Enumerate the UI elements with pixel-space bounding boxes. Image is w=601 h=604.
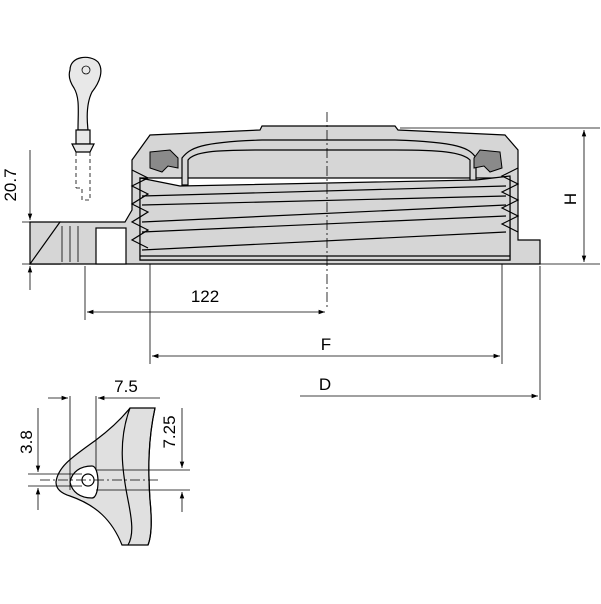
dimension-122: 122 xyxy=(84,266,325,320)
dim-3-8-label: 3.8 xyxy=(17,430,36,454)
dimension-f: F xyxy=(149,264,503,364)
dim-20-7-label: 20.7 xyxy=(1,168,20,201)
dim-d-label: D xyxy=(319,375,331,394)
dim-f-label: F xyxy=(321,335,331,354)
dim-122-label: 122 xyxy=(191,287,219,306)
dim-7-25-label: 7.25 xyxy=(160,415,179,448)
dimension-h: H xyxy=(400,127,600,265)
dim-h-label: H xyxy=(561,193,580,205)
dimension-d: D xyxy=(300,266,541,400)
key xyxy=(68,56,102,201)
dimension-20-7: 20.7 xyxy=(1,150,60,290)
dim-7-5-label: 7.5 xyxy=(114,377,138,396)
detail-view: 7.5 3.8 7.25 xyxy=(17,377,190,546)
cap-section xyxy=(28,112,541,310)
